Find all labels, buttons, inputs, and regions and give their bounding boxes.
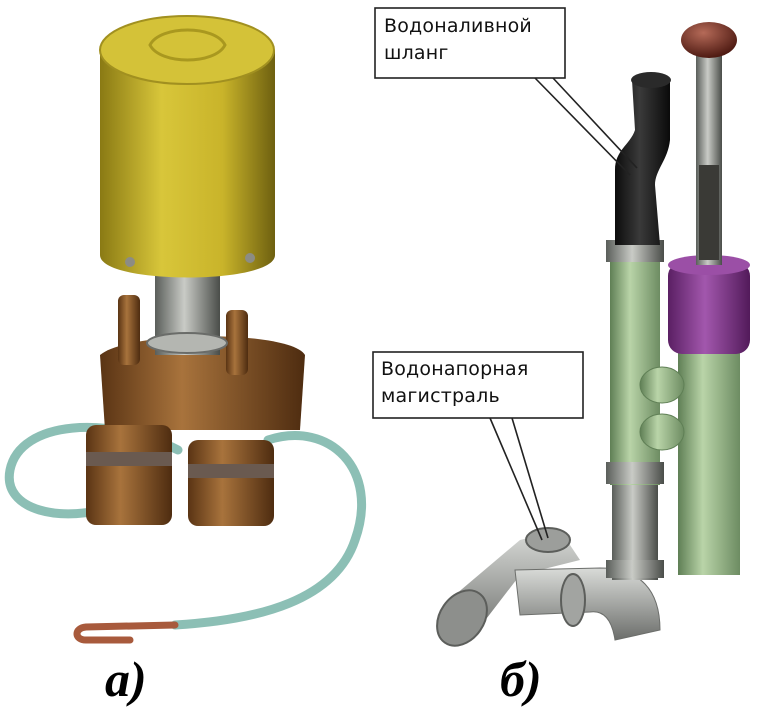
device-b [436,22,750,647]
callout-main-line2: магистраль [381,385,500,407]
figure-label-a: а) [105,651,147,707]
elbow-end [560,573,586,627]
callout-box-main [372,351,584,419]
black-hose-top [631,72,671,88]
tee-open-end [436,589,488,647]
connector-upper [639,366,685,404]
bolt-right [245,253,255,263]
foot-band-left [86,452,172,466]
callout-hose-label: Водоналивной шланг [384,13,532,67]
post-left [118,295,140,365]
device-a [4,15,367,644]
callout-box-hose [374,7,566,79]
hose-tube [4,423,367,630]
black-hose [615,80,670,245]
stem-ring [146,332,228,354]
base-foot-left [86,425,172,525]
callout-main-label: Водонапорная магистраль [381,356,529,410]
figure-label-b: б) [500,651,542,707]
callout-hose-line2: шланг [384,42,449,64]
base-body [100,336,305,430]
coupling-base [606,560,664,578]
plunger-rod-dark [699,165,719,260]
coupling-top [606,240,664,262]
bolt-left [125,257,135,267]
tee-top-end [525,527,571,553]
side-pipe [678,350,740,575]
callout-hose-line1: Водоналивной [384,15,532,37]
hook-tube [73,621,179,644]
connector-lower [639,413,685,451]
foot-band-right [188,464,274,478]
callout-lines [489,77,638,541]
post-right [226,310,248,375]
lid-top [99,15,275,85]
callout-main-line1: Водонапорная [381,358,529,380]
base-foot-right [188,440,274,526]
lid-emblem [148,28,227,62]
plunger-cap [681,22,737,58]
lid-body [100,50,275,278]
coupling-bottom [606,462,664,484]
purple-collar [668,262,750,354]
